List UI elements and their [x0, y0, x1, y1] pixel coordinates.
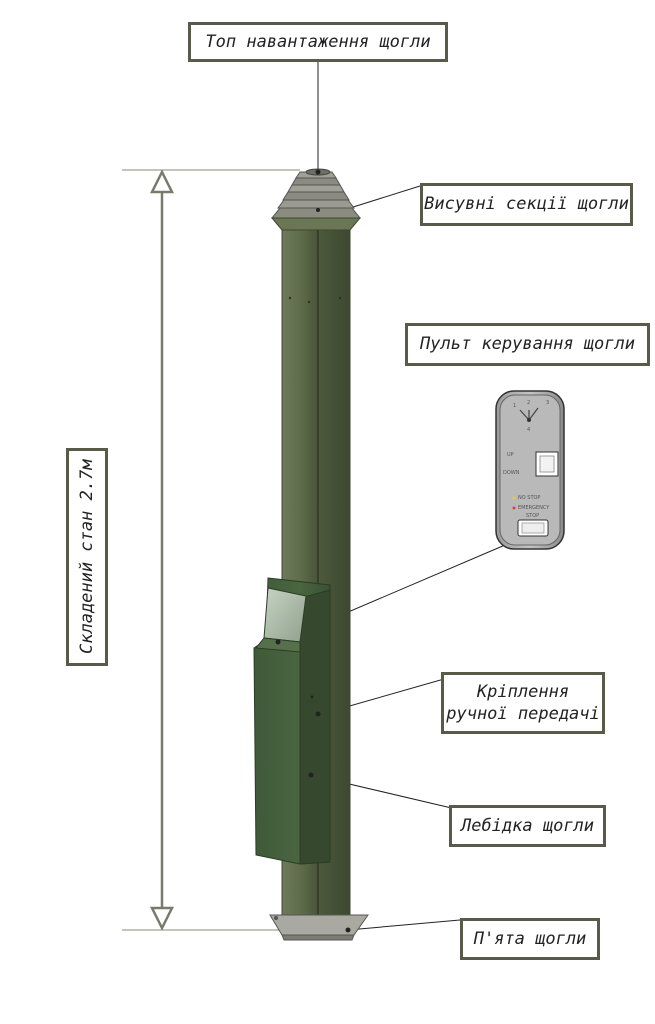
panel-mark-3: 3	[546, 400, 550, 406]
dimension-extension-lines	[122, 169, 300, 931]
label-manual-drive-mount: Кріплення ручної передачі	[441, 672, 605, 734]
label-winch: Лебідка щогли	[449, 805, 606, 847]
top-load-point	[315, 169, 321, 175]
housing-screen	[263, 587, 307, 643]
label-mount-line-1: Кріплення	[476, 681, 570, 702]
heel-plate	[269, 914, 369, 941]
panel-down-label: DOWN	[503, 470, 520, 476]
label-control-panel: Пульт керування щогли	[405, 323, 650, 366]
panel-mark-1: 1	[513, 403, 517, 409]
panel-up-label: UP	[507, 452, 514, 458]
label-heel: П'ята щогли	[460, 918, 600, 960]
dimension-arrow	[149, 169, 175, 931]
label-top-load: Топ навантаження щогли	[188, 22, 448, 62]
label-mount-line-2: ручної передачі	[446, 704, 600, 724]
label-telescopic-sections: Висувні секції щогли	[420, 183, 633, 226]
panel-mark-2: 2	[527, 400, 531, 406]
winch-point	[308, 772, 314, 778]
panel-mark-4: 4	[527, 427, 531, 433]
telescopic-sections	[270, 168, 362, 219]
panel-indicator-3: STOP	[526, 513, 540, 519]
manual-drive-mount-point	[315, 711, 321, 717]
label-folded-state: Складений стан 2.7м	[66, 448, 108, 666]
panel-indicator-2: EMERGENCY	[518, 505, 550, 511]
panel-indicator-1: NO STOP	[518, 495, 541, 501]
control-panel-remote	[495, 390, 565, 550]
winch-housing	[253, 577, 331, 865]
